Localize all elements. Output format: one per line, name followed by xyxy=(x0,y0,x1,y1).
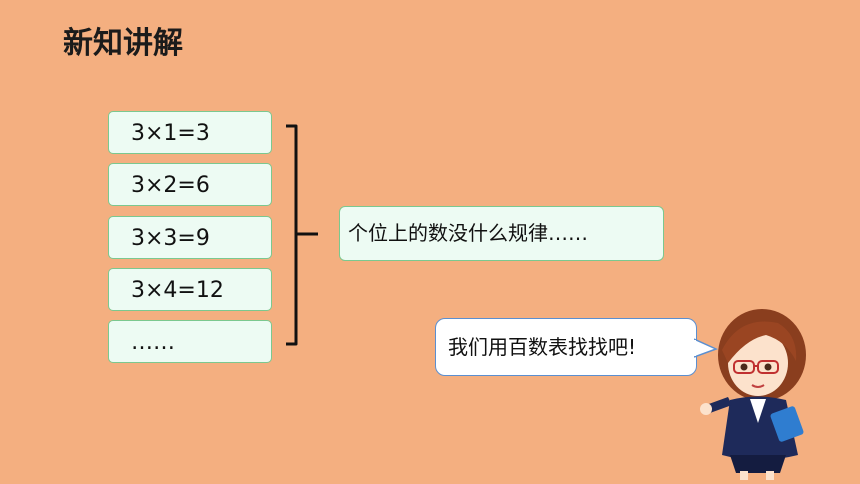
equation-box-3: 3×3=9 xyxy=(108,216,272,259)
equation-box-1: 3×1=3 xyxy=(108,111,272,154)
teacher-illustration xyxy=(700,309,806,480)
speech-tail xyxy=(694,338,718,358)
equation-box-5: …… xyxy=(108,320,272,363)
right-brace xyxy=(286,124,318,346)
speech-bubble: 我们用百数表找找吧! xyxy=(435,318,697,376)
equation-box-4: 3×4=12 xyxy=(108,268,272,311)
question-bubble: 个位上的数没什么规律…… xyxy=(339,206,664,261)
equation-box-2: 3×2=6 xyxy=(108,163,272,206)
page-title: 新知讲解 xyxy=(63,26,183,61)
